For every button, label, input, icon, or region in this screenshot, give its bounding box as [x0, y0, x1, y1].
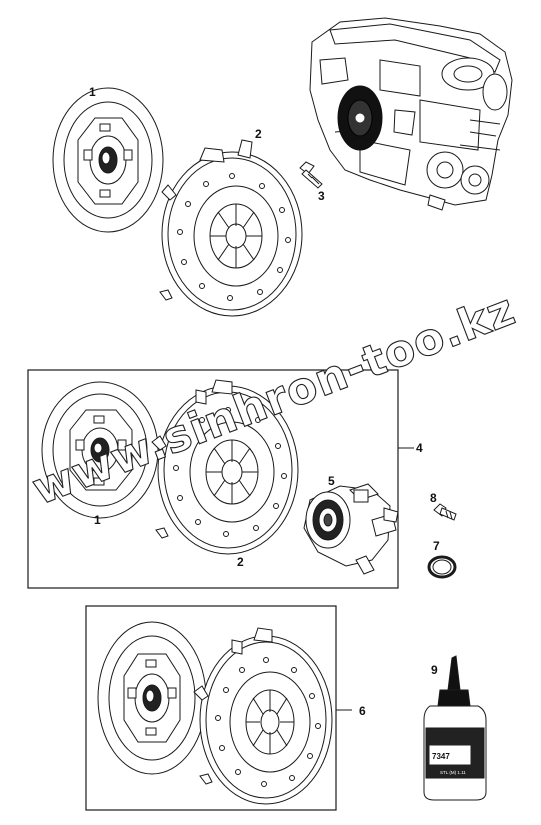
engine-block-illustration — [309, 17, 513, 211]
clutch-disc-kit6 — [98, 622, 206, 774]
pressure-plate-kit6 — [194, 628, 332, 804]
callout-2-kit: 2 — [237, 555, 244, 569]
callout-3: 3 — [318, 189, 325, 203]
threadlocker-bottle-9 — [424, 656, 486, 800]
kit-box-6 — [85, 605, 337, 811]
callout-8: 8 — [430, 491, 437, 505]
bolt-part-8 — [434, 504, 456, 520]
callout-1-kit: 1 — [94, 513, 101, 527]
clutch-disc-kit — [42, 382, 158, 518]
callout-1-top: 1 — [89, 85, 96, 99]
callout-6: 6 — [359, 704, 366, 718]
bottle-label-small: STL (M) 1.11 — [440, 770, 466, 775]
pressure-plate-kit — [152, 380, 298, 554]
callout-7: 7 — [433, 539, 440, 553]
bolt-part-3 — [300, 162, 322, 188]
o-ring-7 — [429, 557, 455, 577]
pressure-plate-top — [160, 140, 302, 316]
callout-5: 5 — [328, 474, 335, 488]
callout-9: 9 — [431, 663, 438, 677]
clutch-disc-top — [53, 88, 163, 232]
callout-4: 4 — [416, 441, 423, 455]
kit-box-4 — [27, 369, 399, 589]
callout-2-top: 2 — [255, 127, 262, 141]
bottle-label-code: 7347 — [432, 752, 450, 761]
release-bearing-5 — [304, 484, 398, 574]
